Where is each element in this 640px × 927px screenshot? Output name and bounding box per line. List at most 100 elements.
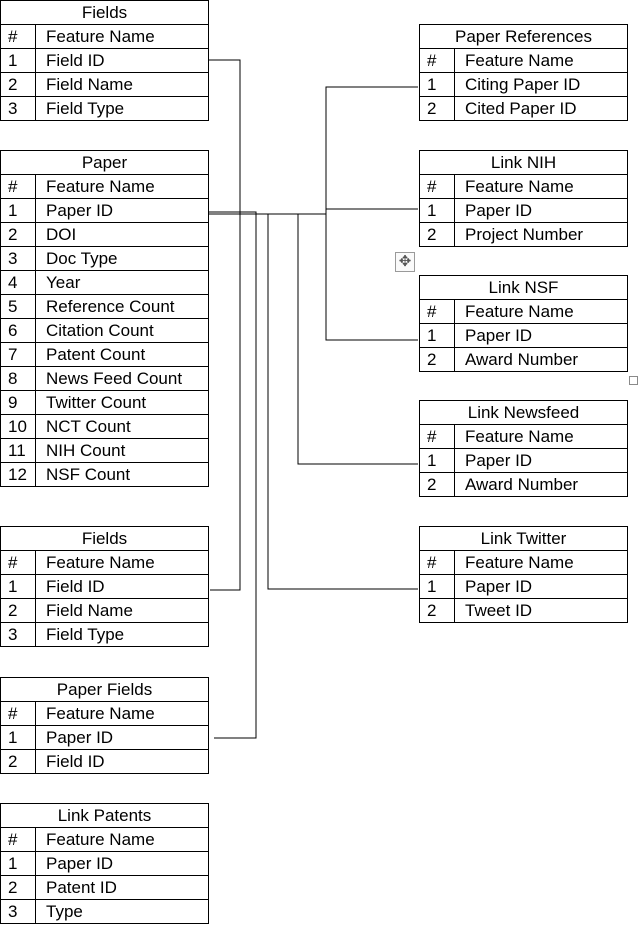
row-number: 2 [419,96,455,121]
feature-name: NSF Count [35,462,209,487]
resize-handle-icon[interactable] [629,376,638,385]
feature-name: Field Name [35,598,209,623]
feature-name: Paper ID [454,323,628,348]
connector-paper-to-paper-references [325,86,418,214]
feature-name: NCT Count [35,414,209,439]
row-number: 1 [419,72,455,97]
row-number: 7 [0,342,36,367]
table-title-row: Paper Fields [0,677,209,702]
column-header-feature-name: Feature Name [35,701,209,726]
connector-fields-top-to-fields-mid [205,59,241,591]
feature-name: Paper ID [454,448,628,473]
connector-paper-to-paper-fields [208,211,257,739]
column-header-number: # [419,424,455,449]
row-number: 2 [0,749,36,774]
feature-name: Paper ID [35,851,209,876]
column-header-number: # [0,827,36,852]
feature-name: Doc Type [35,246,209,271]
column-header-feature-name: Feature Name [454,48,628,73]
column-header-row: #Feature Name [0,550,209,575]
feature-name: Type [35,899,209,924]
move-arrows-icon[interactable]: ✥ [395,252,415,272]
feature-name: Citing Paper ID [454,72,628,97]
row-number: 2 [0,598,36,623]
column-header-number: # [0,24,36,49]
row-number: 1 [0,574,36,599]
row-number: 1 [0,48,36,73]
feature-name: Field Name [35,72,209,97]
row-number: 2 [419,347,455,372]
table-title-row: Paper References [419,24,628,49]
column-header-number: # [419,299,455,324]
row-number: 2 [0,72,36,97]
feature-name: Reference Count [35,294,209,319]
feature-name: News Feed Count [35,366,209,391]
feature-name: Field ID [35,574,209,599]
column-header-row: #Feature Name [419,550,628,575]
table-title: Paper Fields [0,677,209,702]
row-number: 3 [0,622,36,647]
feature-name: Citation Count [35,318,209,343]
column-header-row: #Feature Name [0,174,209,199]
row-number: 2 [419,472,455,497]
column-header-feature-name: Feature Name [35,827,209,852]
feature-name: Twitter Count [35,390,209,415]
column-header-feature-name: Feature Name [35,550,209,575]
row-number: 12 [0,462,36,487]
feature-name: Patent ID [35,875,209,900]
column-header-number: # [419,174,455,199]
column-header-number: # [419,550,455,575]
column-header-row: #Feature Name [419,174,628,199]
column-header-row: #Feature Name [419,424,628,449]
row-number: 2 [0,875,36,900]
table-title: Fields [0,526,209,551]
connector-paper-to-link-newsfeed [297,214,418,465]
feature-name: Patent Count [35,342,209,367]
row-number: 3 [0,96,36,121]
row-number: 2 [0,222,36,247]
column-header-feature-name: Feature Name [35,174,209,199]
row-number: 1 [419,448,455,473]
row-number: 1 [419,198,455,223]
table-title: Link Twitter [419,526,628,551]
column-header-feature-name: Feature Name [454,299,628,324]
table-title-row: Paper [0,150,209,175]
column-header-row: #Feature Name [419,299,628,324]
table-title-row: Link Twitter [419,526,628,551]
column-header-number: # [0,701,36,726]
table-title-row: Fields [0,0,209,25]
column-header-row: #Feature Name [419,48,628,73]
table-title: Link Newsfeed [419,400,628,425]
feature-name: Project Number [454,222,628,247]
